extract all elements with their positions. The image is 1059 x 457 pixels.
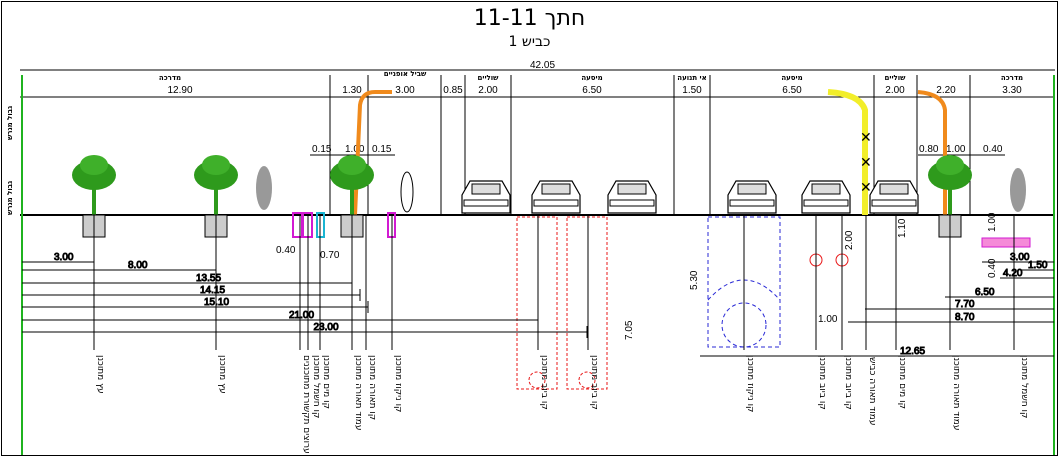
right-offset: 4.20 bbox=[1003, 268, 1023, 279]
tree-icon bbox=[72, 155, 116, 215]
small-dimensions: 0.15 1.00 0.15 0.80 1.00 0.40 bbox=[310, 144, 1005, 156]
utility-label: קו מים מתוכנן bbox=[321, 355, 331, 409]
segment-dim: 2.00 bbox=[885, 85, 905, 96]
zone-header: שביל אופניים bbox=[384, 70, 427, 78]
segment-dim: 6.50 bbox=[782, 85, 802, 96]
utility-conduits bbox=[292, 212, 1031, 248]
misc-dim: 1.10 bbox=[897, 218, 908, 238]
utility-label: קו תאורה מתוכנן bbox=[367, 355, 377, 420]
zone-header: שוליים bbox=[885, 74, 907, 82]
left-offset: 23.00 bbox=[314, 322, 339, 333]
zone-header: מדרכה bbox=[159, 74, 181, 82]
tree-icon bbox=[928, 155, 972, 215]
right-offset: 1.50 bbox=[1028, 260, 1048, 271]
segment-dimensions: 12.90 1.30 3.00 0.85 2.00 6.50 1.50 6.50… bbox=[167, 85, 1022, 96]
svg-text:✕: ✕ bbox=[860, 180, 872, 196]
right-offset: 12.65 bbox=[900, 346, 925, 357]
car-icon bbox=[607, 180, 657, 214]
utility-label: קו חשמל מתוכנן bbox=[1019, 355, 1029, 418]
misc-dim: 0.40 bbox=[276, 245, 296, 256]
utility-label: קו ביוב מתוכנן bbox=[539, 355, 549, 410]
zone-headers: מדרכה שביל אופניים שוליים מיסעה אי תנועה… bbox=[159, 70, 1023, 82]
small-dim: 0.80 bbox=[919, 144, 939, 155]
small-dim: 0.40 bbox=[983, 144, 1003, 155]
misc-dim: 1.00 bbox=[987, 212, 998, 232]
lighting-pole-center: ✕ ✕ ✕ bbox=[827, 89, 872, 215]
right-offset: 6.50 bbox=[975, 287, 995, 298]
zone-header: מדרכה bbox=[1001, 74, 1023, 82]
segment-dim: 1.50 bbox=[682, 85, 702, 96]
utility-label: קו ביוב מתוכנן bbox=[589, 355, 599, 410]
sewer-trenches bbox=[516, 216, 849, 390]
utility-label: קו ניקוז מתוכנן bbox=[745, 355, 755, 412]
small-dim: 0.15 bbox=[312, 144, 332, 155]
misc-dim: 0.70 bbox=[320, 250, 340, 261]
section-title: חתך 11-11 bbox=[473, 6, 586, 31]
misc-dim: 0.40 bbox=[987, 258, 998, 278]
right-offset: 3.00 bbox=[1010, 252, 1030, 263]
misc-dimensions: 0.40 0.70 5.30 7.05 2.00 1.10 1.00 0.40 … bbox=[276, 212, 998, 340]
utility-label: עמוד תאורה מתוכנן bbox=[951, 355, 961, 430]
pedestrian-figures bbox=[256, 166, 1026, 213]
misc-dim: 2.00 bbox=[844, 230, 855, 250]
left-edge-label-1: גבול מגרש bbox=[6, 106, 14, 140]
segment-dim: 6.50 bbox=[582, 85, 602, 96]
small-dim: 1.00 bbox=[946, 144, 966, 155]
right-offset: 8.70 bbox=[955, 312, 975, 323]
left-offset: 3.00 bbox=[54, 252, 74, 263]
tree-pits bbox=[82, 214, 962, 238]
utility-label: עץ מתוכנן bbox=[95, 355, 105, 394]
car-icon bbox=[727, 180, 777, 214]
utility-label: עמוד תאורה מתוכנן bbox=[353, 355, 363, 430]
segment-ticks bbox=[329, 75, 971, 215]
utility-label: עץ מתוכנן bbox=[217, 355, 227, 394]
utility-label: קו ביוב מתוכנן bbox=[843, 355, 853, 410]
right-offset: 7.70 bbox=[955, 299, 975, 310]
utility-label: ערוצים תקשורת מתוכננים bbox=[301, 355, 311, 454]
lighting-pole-left bbox=[353, 90, 392, 216]
segment-dim: 3.00 bbox=[395, 85, 415, 96]
section-subtitle: כביש 1 bbox=[508, 34, 551, 50]
zone-header: שוליים bbox=[478, 74, 500, 82]
segment-dim: 1.30 bbox=[342, 85, 362, 96]
misc-dim: 7.05 bbox=[624, 320, 635, 340]
car-icon bbox=[531, 180, 581, 214]
zone-header: מיסעה bbox=[781, 74, 802, 82]
total-width-dimension: 42.05 bbox=[20, 60, 1055, 71]
misc-dim: 1.00 bbox=[818, 314, 838, 325]
left-offset: 15.10 bbox=[204, 297, 229, 308]
utility-label: קו ביוב מתוכנן bbox=[817, 355, 827, 410]
segment-dim: 2.00 bbox=[478, 85, 498, 96]
small-dim: 1.00 bbox=[345, 144, 365, 155]
segment-dim: 2.20 bbox=[936, 85, 956, 96]
utility-label: קו ניקוז מתוכנן bbox=[393, 355, 403, 412]
car-icon bbox=[801, 180, 851, 214]
left-offset: 14.15 bbox=[200, 285, 225, 296]
car-icon bbox=[869, 180, 919, 214]
car-icon bbox=[461, 180, 511, 214]
tree-icon bbox=[194, 155, 238, 215]
lighting-pole-right bbox=[917, 90, 947, 215]
total-width-text: 42.05 bbox=[530, 60, 555, 71]
utility-label: קו מים מתוכנן bbox=[897, 355, 907, 409]
tree-icon bbox=[330, 155, 374, 215]
left-edge-label-2: גבול מגרש bbox=[6, 181, 14, 215]
utility-label: עמוד תאורה כבישי bbox=[867, 355, 877, 426]
left-offset: 8.00 bbox=[128, 260, 148, 271]
zone-header: אי תנועה bbox=[677, 74, 706, 82]
utility-label: קו חשמל מתוכנן bbox=[311, 355, 321, 418]
segment-dim: 0.85 bbox=[443, 85, 463, 96]
segment-dim: 12.90 bbox=[167, 85, 192, 96]
svg-text:✕: ✕ bbox=[860, 130, 872, 146]
left-offset: 21.00 bbox=[289, 310, 314, 321]
zone-header: מיסעה bbox=[581, 74, 602, 82]
small-dim: 0.15 bbox=[372, 144, 392, 155]
segment-dim: 3.30 bbox=[1002, 85, 1022, 96]
misc-dim: 5.30 bbox=[689, 270, 700, 290]
svg-text:✕: ✕ bbox=[860, 155, 872, 171]
left-offset: 13.55 bbox=[196, 273, 221, 284]
